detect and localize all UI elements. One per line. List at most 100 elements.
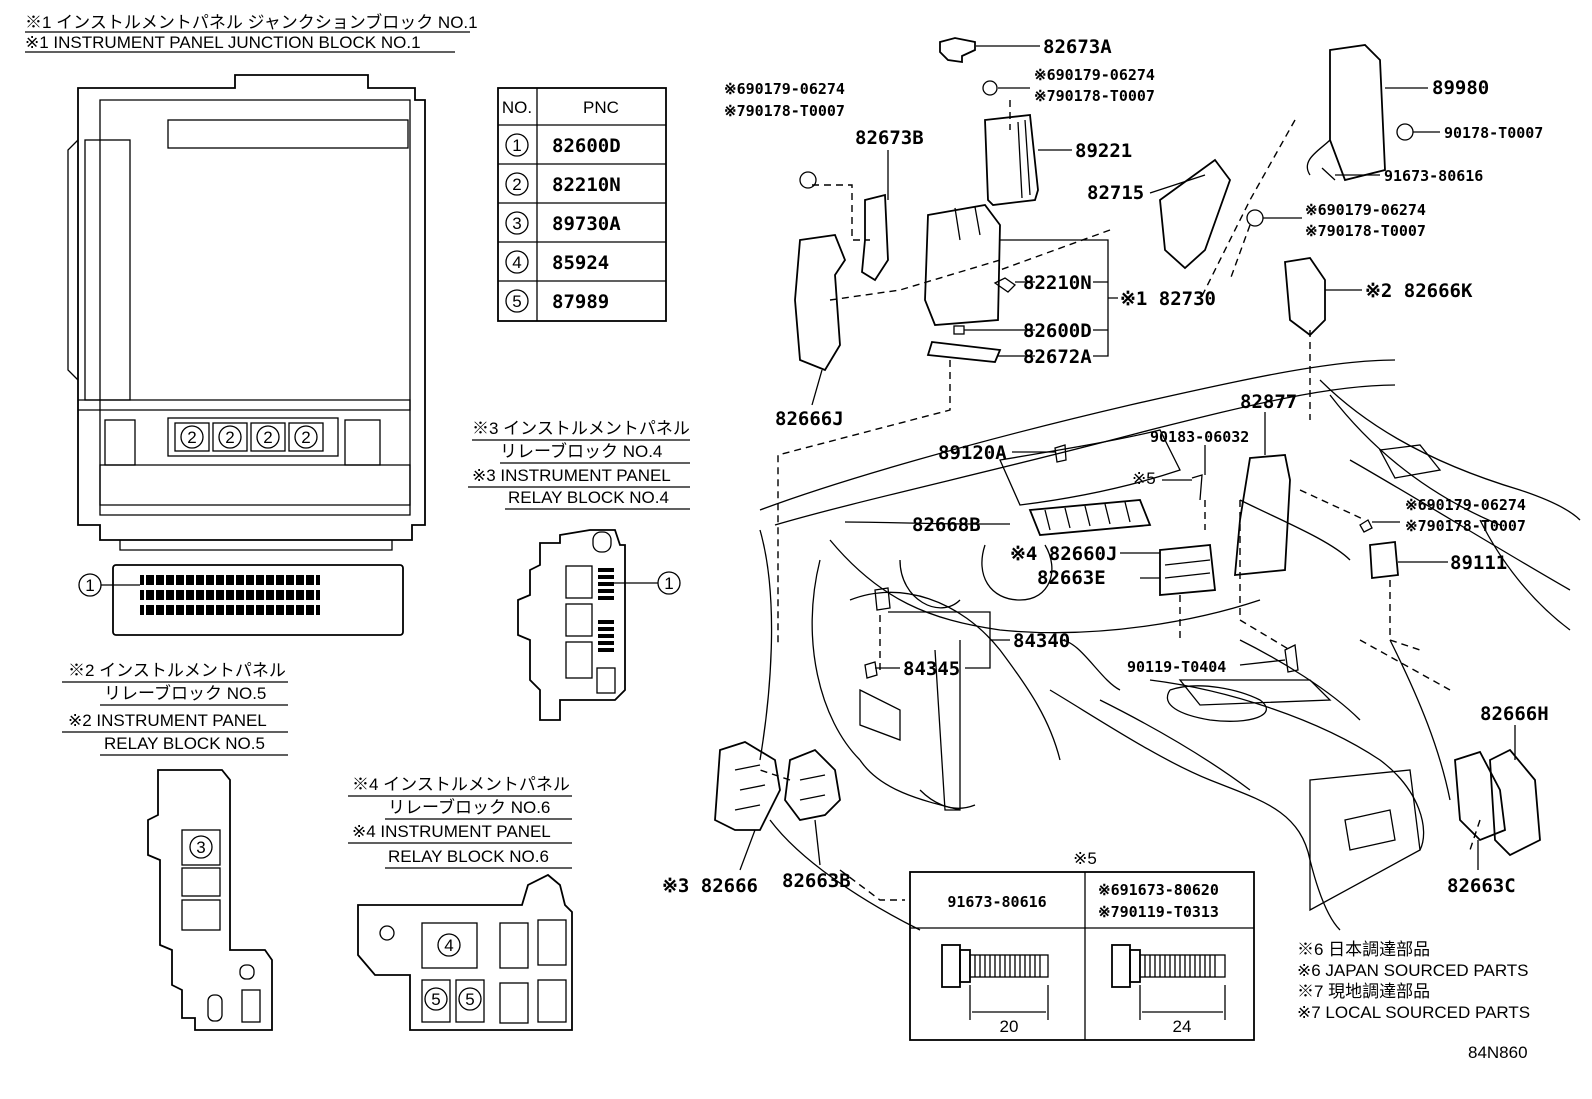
label-84345: 84345 (903, 658, 960, 680)
rb6-title-jp-b: リレーブロック NO.6 (388, 797, 550, 817)
label-90178-T0007: 90178-T0007 (1444, 124, 1543, 142)
callout-3: 3 (196, 838, 205, 857)
note-6-en: ※6 JAPAN SOURCED PARTS (1297, 961, 1529, 980)
label-91673-80616: 91673-80616 (1384, 167, 1483, 185)
rb5-title-en-b: RELAY BLOCK NO.5 (104, 734, 265, 753)
callout-1: 1 (85, 576, 94, 595)
bolt-24-drawing: 24 (1111, 944, 1226, 1036)
label-82672A: 82672A (1023, 346, 1092, 368)
rb5-title-jp-a: ※2 インストルメントパネル (68, 661, 286, 680)
label-n6-right: ※690179-06274 (1405, 496, 1526, 514)
label-82673A: 82673A (1043, 36, 1112, 58)
diagram-id: 84N860 (1468, 1043, 1528, 1062)
note-7-en: ※7 LOCAL SOURCED PARTS (1297, 1003, 1530, 1022)
note-6-jp: ※6 日本調達部品 (1297, 940, 1430, 959)
label-84340: 84340 (1013, 630, 1070, 652)
rb5-title-jp-b: リレーブロック NO.5 (104, 683, 266, 703)
jb1-title-en: ※1 INSTRUMENT PANEL JUNCTION BLOCK NO.1 (25, 33, 421, 52)
bolt-dim-24: 24 (1173, 1017, 1192, 1036)
pnc-header-pnc: PNC (583, 98, 619, 117)
rb6-title-en-b: RELAY BLOCK NO.6 (388, 847, 549, 866)
label-82668B: 82668B (912, 514, 981, 536)
callout-2: 2 (225, 428, 234, 447)
pnc-table: NO. PNC 1 82600D 2 82210N 3 89730A 4 859… (497, 87, 667, 322)
label-82666: ※3 82666 (662, 875, 758, 897)
rb4-fuse-stack (598, 568, 614, 652)
label-82877: 82877 (1240, 391, 1297, 413)
rb5-title-en-a: ※2 INSTRUMENT PANEL (68, 711, 267, 730)
callout-4: 4 (444, 936, 453, 955)
pnc-row: 2 82210N (505, 172, 621, 196)
label-n7-mid: ※790178-T0007 (1305, 222, 1426, 240)
rb4-title-en-b: RELAY BLOCK NO.4 (508, 488, 669, 507)
pnc-header-no: NO. (502, 98, 532, 117)
bolt-20-drawing: 20 (941, 944, 1049, 1036)
callout-2: 2 (301, 428, 310, 447)
relay-block-no5: ※2 インストルメントパネル リレーブロック NO.5 ※2 INSTRUMEN… (62, 661, 288, 1031)
label-82666K: ※2 82666K (1365, 280, 1473, 302)
callout-5: 5 (465, 990, 474, 1009)
bolt-col2-header-b: ※790119-T0313 (1098, 903, 1219, 921)
pnc-row: 5 87989 (505, 289, 609, 313)
label-82663C: 82663C (1447, 875, 1516, 897)
label-n6-mid: ※690179-06274 (1305, 201, 1426, 219)
label-82663B: 82663B (782, 870, 851, 892)
label-n7-right: ※790178-T0007 (1405, 517, 1526, 535)
note-7-jp: ※7 現地調達部品 (1297, 982, 1430, 1001)
label-90183-06032: 90183-06032 (1150, 428, 1249, 446)
label-n7-left: ※790178-T0007 (724, 102, 845, 120)
pnc-row-no: 2 (512, 175, 521, 194)
pnc-row-code: 82600D (552, 135, 621, 157)
bolt-table-title: ※5 (1073, 849, 1097, 868)
pnc-row-code: 87989 (552, 291, 609, 313)
pnc-row: 1 82600D (505, 133, 621, 157)
bolt-col2-header-a: ※691673-80620 (1098, 881, 1219, 899)
label-n7-top: ※790178-T0007 (1034, 87, 1155, 105)
bolt-table: ※5 91673-80616 ※691673-80620 ※790119-T03… (909, 849, 1255, 1041)
label-82660J: ※4 82660J (1010, 543, 1117, 565)
rb6-title-jp-a: ※4 インストルメントパネル (352, 775, 570, 794)
junction-block-no1-titles: ※1 インストルメントパネル ジャンクションブロック NO.1 ※1 INSTR… (25, 12, 478, 53)
label-89221: 89221 (1075, 140, 1132, 162)
rb4-title-jp-a: ※3 インストルメントパネル (472, 419, 690, 438)
callout-2: 2 (263, 428, 272, 447)
pnc-row-code: 89730A (552, 213, 621, 235)
pnc-row-no: 5 (512, 292, 521, 311)
label-82673B: 82673B (855, 127, 924, 149)
bolt-col1-header: 91673-80616 (947, 893, 1046, 911)
part-drawings (714, 37, 1541, 857)
jb1-connector-row: 2 2 2 2 (174, 422, 324, 452)
pnc-row: 3 89730A (505, 211, 621, 235)
callout-5: 5 (431, 990, 440, 1009)
junction-block-no1-drawing: 2 2 2 2 1 (67, 74, 426, 636)
label-82210N: 82210N (1023, 272, 1092, 294)
label-star5: ※5 (1132, 469, 1156, 488)
label-89120A: 89120A (938, 442, 1007, 464)
sourcing-notes: ※6 日本調達部品 ※6 JAPAN SOURCED PARTS ※7 現地調達… (1297, 940, 1530, 1062)
label-82715: 82715 (1087, 182, 1144, 204)
jb1-title-jp: ※1 インストルメントパネル ジャンクションブロック NO.1 (25, 12, 478, 32)
rb4-title-en-a: ※3 INSTRUMENT PANEL (472, 466, 671, 485)
label-82730: ※1 82730 (1120, 288, 1216, 310)
pnc-row-no: 1 (512, 136, 521, 155)
rb6-title-en-a: ※4 INSTRUMENT PANEL (352, 822, 551, 841)
bolt-dim-20: 20 (1000, 1017, 1019, 1036)
pnc-row-no: 3 (512, 214, 521, 233)
pnc-row-code: 82210N (552, 174, 621, 196)
label-82666J: 82666J (775, 408, 844, 430)
label-89980: 89980 (1432, 77, 1489, 99)
label-82600D: 82600D (1023, 320, 1092, 342)
label-90119-T0404: 90119-T0404 (1127, 658, 1226, 676)
callout-1: 1 (664, 574, 673, 593)
part-labels: 82673A ※690179-06274 ※790178-T0007 89221… (662, 36, 1549, 897)
callout-2: 2 (187, 428, 196, 447)
pnc-row-code: 85924 (552, 252, 609, 274)
relay-block-no6: ※4 インストルメントパネル リレーブロック NO.6 ※4 INSTRUMEN… (348, 775, 573, 1031)
label-n6-top: ※690179-06274 (1034, 66, 1155, 84)
dashed-leaders (759, 100, 1481, 901)
part-leader-lines (739, 45, 1516, 871)
label-82666H: 82666H (1480, 703, 1549, 725)
label-89111: 89111 (1450, 552, 1507, 574)
label-n6-left: ※690179-06274 (724, 80, 845, 98)
